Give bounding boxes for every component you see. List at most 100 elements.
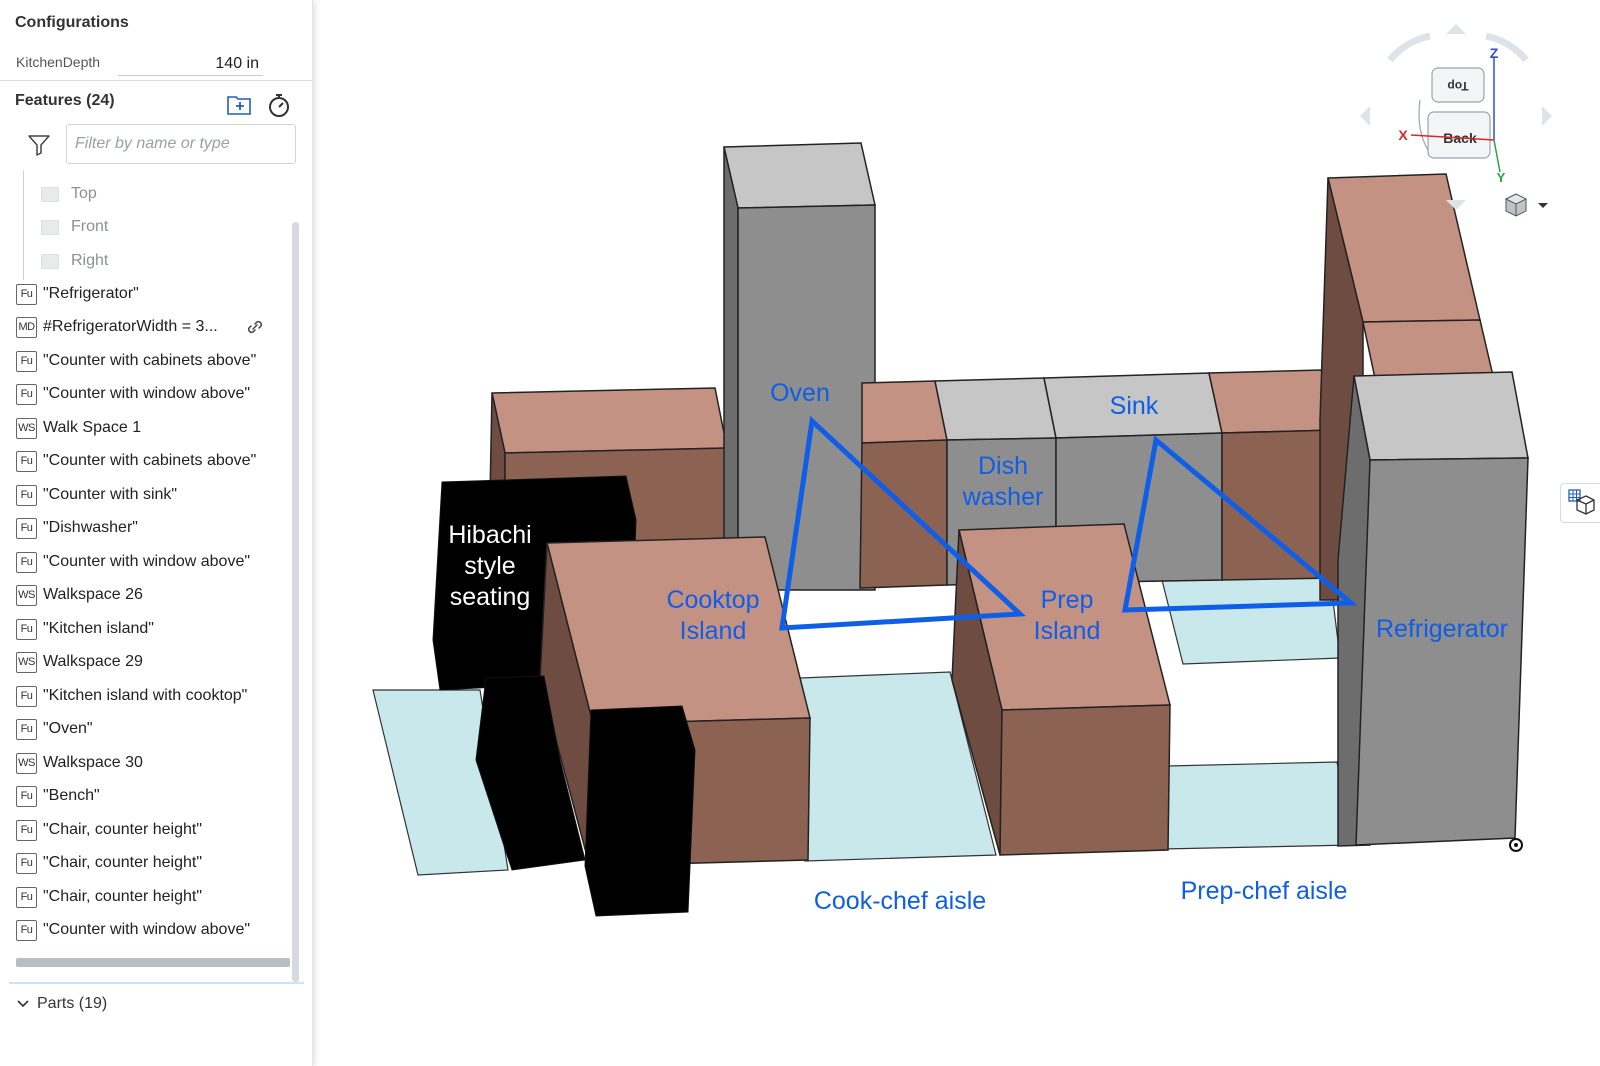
feature-label: "Counter with cabinets above" [43, 352, 257, 369]
add-folder-icon[interactable] [226, 92, 252, 116]
link-icon[interactable] [245, 317, 265, 337]
feature-item[interactable]: Fu"Refrigerator" [16, 279, 139, 309]
work-triangle-prep [1121, 435, 1358, 613]
plane-icon [41, 219, 59, 235]
filter-icon[interactable] [27, 133, 51, 157]
oven-tower [723, 142, 876, 591]
y-axis-line [1493, 139, 1501, 173]
feature-item[interactable]: Fu"Bench" [16, 781, 100, 811]
view-cube-top-face[interactable]: Top [1447, 79, 1468, 93]
feature-item[interactable]: Fu"Dishwasher" [16, 513, 138, 543]
features-title: Features (24) [15, 92, 115, 109]
refrigerator [1337, 371, 1529, 847]
view-cube[interactable]: Top Back Z X Y [1360, 24, 1552, 210]
view-options-cube-icon[interactable] [1504, 193, 1548, 217]
feature-item[interactable]: Fu "Counter with window above" [16, 379, 250, 409]
plane-label: Right [71, 252, 109, 269]
config-param-name: KitchenDepth [16, 54, 101, 70]
feature-type-badge: Fu [16, 551, 37, 573]
label-hibachi-3: seating [450, 583, 531, 611]
feature-type-badge: WS [16, 417, 37, 439]
feature-label: "Counter with window above" [43, 385, 251, 402]
feature-label: "Kitchen island with cooktop" [43, 687, 248, 704]
feature-item[interactable]: Fu "Counter with cabinets above" [16, 446, 256, 476]
x-axis-label: X [1398, 127, 1408, 143]
feature-label: "Counter with window above" [43, 921, 251, 938]
feature-label: "Bench" [43, 787, 100, 804]
filter-input[interactable] [66, 124, 296, 164]
counter-sink [1043, 372, 1223, 584]
feature-item[interactable]: Fu"Oven" [16, 714, 93, 744]
feature-item[interactable]: Fu"Counter with window above" [16, 547, 250, 577]
label-oven: Oven [770, 379, 830, 407]
caret-down-icon [1538, 203, 1548, 208]
feature-type-badge: WS [16, 752, 37, 774]
label-cook-aisle: Cook-chef aisle [814, 887, 986, 915]
horizontal-scrollbar[interactable] [16, 958, 290, 967]
y-axis-label: Y [1497, 170, 1506, 185]
feature-item[interactable]: MD#RefrigeratorWidth = 3... [16, 312, 218, 342]
appearance-panel-button[interactable] [1560, 483, 1600, 523]
plane-top[interactable]: Top [41, 179, 97, 209]
counter-window-back [859, 380, 948, 589]
plane-right[interactable]: Right [41, 246, 108, 276]
feature-item[interactable]: WS Walkspace 29 [16, 647, 143, 677]
feature-type-badge: Fu [16, 852, 37, 874]
feature-type-badge: WS [16, 651, 37, 673]
feature-type-badge: Fu [16, 484, 37, 506]
parts-label: Parts (19) [37, 995, 108, 1012]
feature-type-badge: Fu [16, 350, 37, 372]
feature-item[interactable]: Fu "Counter with sink" [16, 480, 177, 510]
config-param-value[interactable]: 140 in [118, 52, 263, 76]
label-cooktop-1: Cooktop [666, 586, 759, 614]
feature-label: "Counter with sink" [43, 486, 178, 503]
feature-type-badge: Fu [16, 685, 37, 707]
feature-type-badge: Fu [16, 383, 37, 405]
feature-label: "Chair, counter height" [43, 888, 203, 905]
vertical-scrollbar[interactable] [292, 222, 299, 982]
feature-item[interactable]: Fu "Counter with window above" [16, 915, 250, 945]
label-sink: Sink [1110, 392, 1159, 420]
feature-type-badge: Fu [16, 450, 37, 472]
feature-type-badge: Fu [16, 718, 37, 740]
stopwatch-icon[interactable] [266, 92, 292, 118]
chevron-down-icon [17, 1000, 29, 1008]
feature-item[interactable]: Fu"Kitchen island" [16, 614, 154, 644]
divider [9, 982, 304, 984]
3d-viewport[interactable]: Oven Sink Dish washer Cooktop Island Pre… [313, 0, 1600, 1066]
plane-label: Front [71, 218, 109, 235]
feature-label: "Refrigerator" [43, 285, 139, 302]
feature-panel: Configurations KitchenDepth 140 in Featu… [0, 0, 313, 1066]
label-dishwasher-2: washer [962, 483, 1044, 511]
feature-label: #RefrigeratorWidth = 3... [43, 318, 218, 335]
walkspace-right-upper [1161, 575, 1341, 665]
feature-item[interactable]: Fu"Chair, counter height" [16, 848, 202, 878]
label-refrigerator: Refrigerator [1376, 615, 1508, 643]
plane-front[interactable]: Front [41, 212, 108, 242]
label-prep-aisle: Prep-chef aisle [1181, 877, 1348, 905]
feature-item[interactable]: Fu "Counter with cabinets above" [16, 346, 256, 376]
label-cooktop-2: Island [680, 617, 747, 645]
parts-grid-icon [1568, 489, 1595, 515]
parts-section-toggle[interactable]: Parts (19) [17, 995, 107, 1013]
feature-type-badge: Fu [16, 919, 37, 941]
label-hibachi-1: Hibachi [448, 521, 531, 549]
feature-label: "Counter with cabinets above" [43, 452, 257, 469]
plane-icon [41, 253, 59, 269]
feature-item[interactable]: Fu "Kitchen island with cooktop" [16, 681, 247, 711]
feature-label: Walk Space 1 [43, 419, 142, 436]
feature-label: "Chair, counter height" [43, 821, 203, 838]
feature-item[interactable]: Fu"Chair, counter height" [16, 882, 202, 912]
prep-island [951, 523, 1171, 856]
feature-label: Walkspace 29 [43, 653, 143, 670]
label-dishwasher-1: Dish [978, 452, 1028, 480]
feature-item[interactable]: Fu "Chair, counter height" [16, 815, 202, 845]
feature-label: "Kitchen island" [43, 620, 154, 637]
feature-item[interactable]: WS Walk Space 1 [16, 413, 141, 443]
feature-type-badge: Fu [16, 819, 37, 841]
origin-marker [1509, 838, 1523, 852]
label-hibachi-2: style [464, 552, 515, 580]
feature-label: "Dishwasher" [43, 519, 138, 536]
